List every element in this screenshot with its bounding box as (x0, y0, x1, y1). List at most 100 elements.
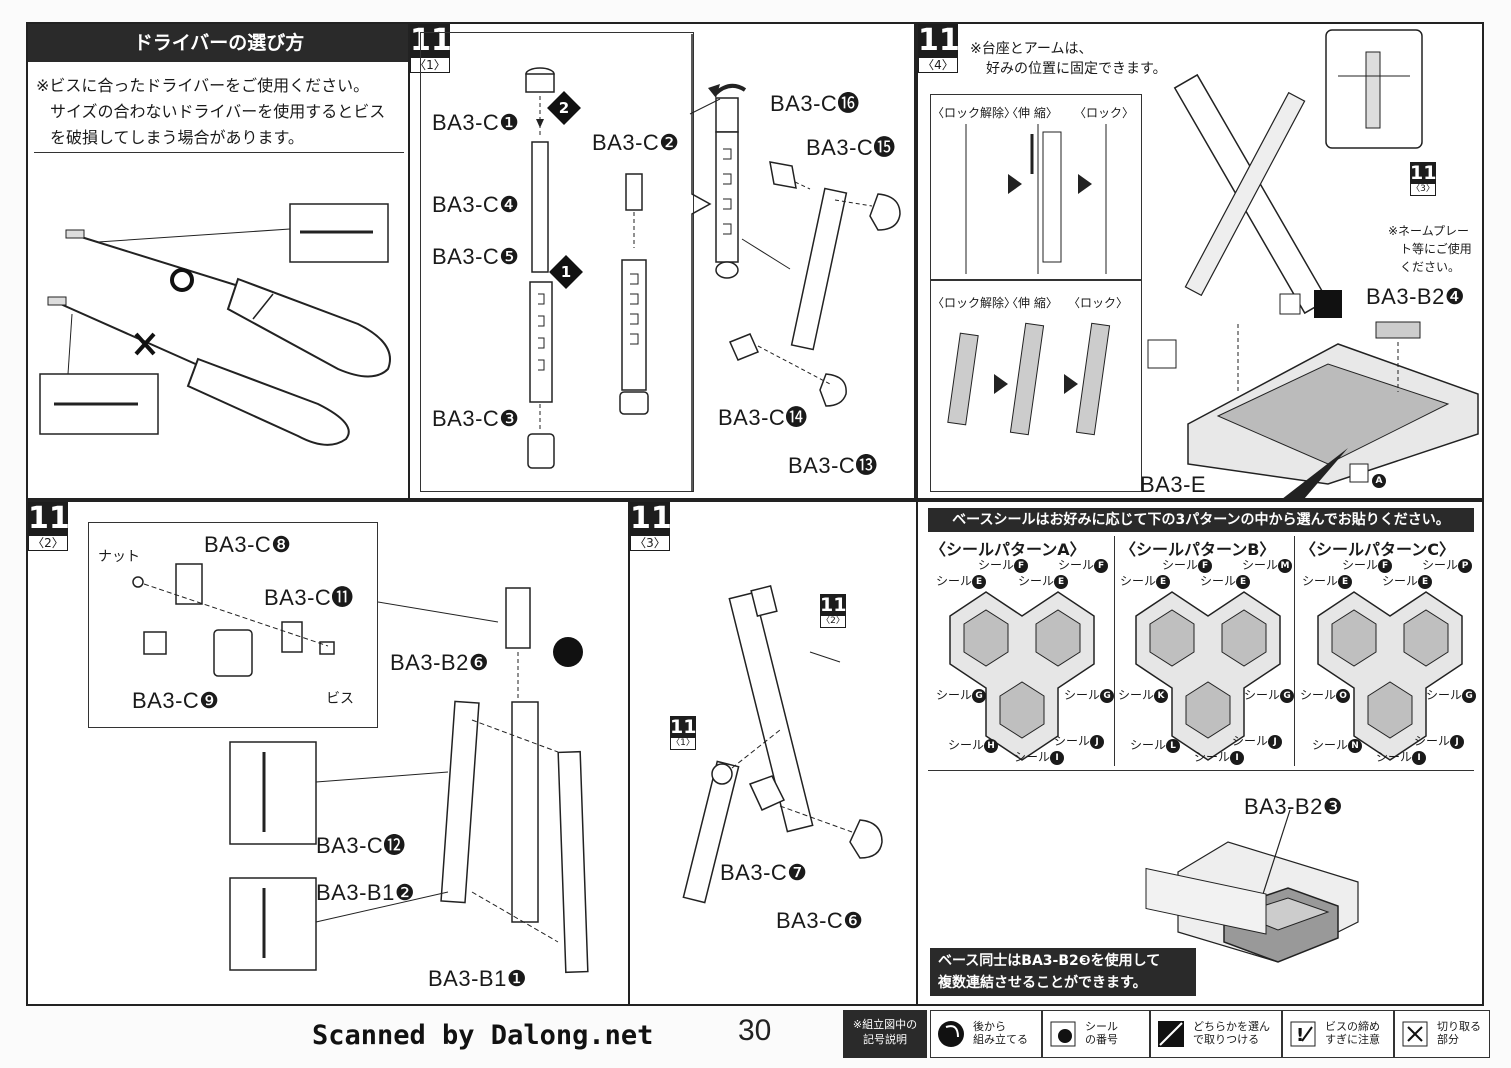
legend-text: 組み立てる (973, 1033, 1028, 1046)
part-label-c7: BA3-C❼ (720, 860, 808, 885)
part-label-c5: BA3-C❺ (432, 244, 520, 269)
legend-screw-caution: ! ビスの締めすぎに注意 (1282, 1010, 1394, 1058)
cylinder-assembly-illustration (525, 34, 901, 492)
legend-title-line1: ※組立図中の (852, 1018, 918, 1031)
base-arm-note-line1: ※台座とアームは、 (970, 41, 1093, 57)
pattern-header-c: 〈シールパターンC〉 (1300, 540, 1455, 559)
seal-a-marker: A (1372, 470, 1386, 489)
nut-label: ナット (98, 549, 140, 565)
seal-bubble: G (1462, 688, 1477, 703)
sequence-icon (938, 1021, 964, 1047)
pattern-header-a: 〈シールパターンA〉 (930, 540, 1086, 559)
step-11-4-panel: 11 〈4〉 ※台座とアームは、 好みの位置に固定できます。 〈ロック解除〉 〈… (916, 22, 1484, 500)
nameplate-note-line2: ト等にご使用 (1400, 242, 1472, 256)
seal-bubble: P (1458, 558, 1473, 573)
screw-caution-icon: ! (1290, 1021, 1316, 1047)
page-number: 30 (738, 1014, 772, 1047)
seal-bubble: H (984, 738, 999, 753)
legend-text: 後から (973, 1020, 1006, 1033)
driver-section-title: ドライバーの選び方 (28, 24, 408, 62)
seal-bubble: K (1154, 688, 1169, 703)
connect-note-line2: 複数連結させることができます。 (938, 975, 1147, 991)
svg-text:!: ! (1296, 1025, 1304, 1046)
seal-pattern-banner: ベースシールはお好みに応じて下の3パターンの中から選んでお貼りください。 (928, 508, 1474, 532)
base-arm-note-line2: 好みの位置に固定できます。 (986, 61, 1167, 77)
extend-label-2: 〈伸 縮〉 (1006, 296, 1058, 310)
step-substep: 〈3〉 (630, 536, 670, 551)
lock-label-2: 〈ロック〉 (1068, 296, 1129, 310)
seal-bubble: J (1090, 734, 1105, 749)
seal-bubble: E (1338, 574, 1353, 589)
driver-note-line2: サイズの合わないドライバーを使用するとビス (50, 102, 386, 121)
reference-step-number: 11 (820, 594, 847, 616)
sub-frame (420, 32, 694, 492)
step-badge: 11 〈4〉 (918, 24, 960, 73)
part-label-b2-3: BA3-B2❸ (1244, 794, 1344, 819)
seal-bubble: I (1230, 750, 1245, 765)
seal-bubble: O (1336, 688, 1351, 703)
reference-step-number: 11 (670, 716, 697, 738)
seal-bubble: N (1348, 738, 1363, 753)
legend-text: シール (1085, 1020, 1118, 1033)
step-11-2-panel: 11 〈2〉 ナット ビス (26, 500, 630, 1006)
part-label-c13: BA3-C⓭ (788, 453, 878, 478)
seal-bubble: L (1166, 738, 1181, 753)
choose-icon (1158, 1021, 1184, 1047)
step-number: 11 (28, 501, 70, 536)
base-arm-illustration (947, 29, 1479, 498)
step-substep: 〈4〉 (918, 58, 958, 73)
step-number: 11 (630, 501, 672, 536)
part-label-c14: BA3-C⓮ (718, 405, 808, 430)
driver-note-line3: を破損してしまう場合があります。 (50, 128, 304, 147)
legend-text: 部分 (1437, 1033, 1459, 1046)
legend-title: ※組立図中の 記号説明 (843, 1010, 927, 1058)
legend-title-line2: 記号説明 (863, 1033, 907, 1046)
part-label-c4: BA3-C❹ (432, 192, 520, 217)
legend-text: の番号 (1085, 1033, 1118, 1046)
nameplate-note-line1: ※ネームプレー (1388, 224, 1469, 238)
seal-bubble: F (1198, 558, 1213, 573)
part-label-c1: BA3-C❶ (432, 110, 520, 135)
reference-badge-1: 11 〈1〉 (670, 716, 696, 750)
legend-text: すぎに注意 (1325, 1033, 1380, 1046)
reference-step-substep: 〈3〉 (1410, 184, 1436, 196)
seal-bubble: G (1280, 688, 1295, 703)
step-substep: 〈2〉 (28, 536, 68, 551)
part-label-c2: BA3-C❷ (592, 130, 680, 155)
pattern-header-b: 〈シールパターンB〉 (1120, 540, 1276, 559)
lock-release-label: 〈ロック解除〉 (932, 106, 1017, 120)
seal-bubble: F (1378, 558, 1393, 573)
extend-label: 〈伸 縮〉 (1006, 106, 1058, 120)
pattern-bottom-rule (928, 770, 1474, 771)
seal-bubble: I (1050, 750, 1065, 765)
legend-text: どちらかを選ん (1193, 1020, 1270, 1033)
reference-step-substep: 〈2〉 (820, 616, 846, 628)
connect-note: ベース同士はBA3-B2❸を使用して 複数連結させることができます。 (930, 948, 1196, 996)
part-label-c11: BA3-C⓫ (264, 585, 354, 610)
screwdriver-illustration (39, 203, 391, 446)
part-label-b1-2: BA3-B1❷ (316, 880, 416, 905)
part-label-e: BA3-E (1140, 472, 1207, 497)
part-label-c12: BA3-C⓬ (316, 833, 406, 858)
seal-bubble: E (1054, 574, 1069, 589)
legend-text: で取りつける (1193, 1033, 1260, 1046)
lock-label: 〈ロック〉 (1074, 106, 1135, 120)
seal-pattern-diagrams (949, 591, 1463, 963)
